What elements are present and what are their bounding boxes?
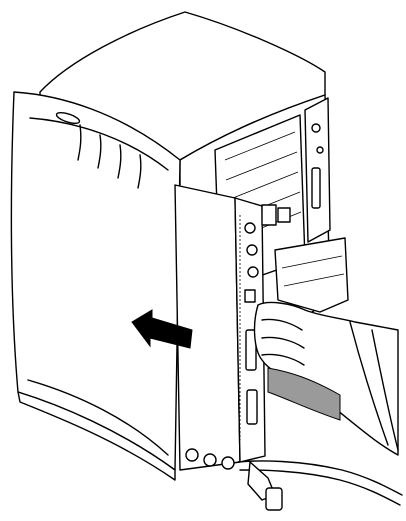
front-door: [10, 91, 181, 481]
module-board: [174, 184, 291, 471]
arrow-left-icon: [131, 309, 193, 349]
hand: [237, 301, 403, 506]
lever: [185, 448, 283, 511]
